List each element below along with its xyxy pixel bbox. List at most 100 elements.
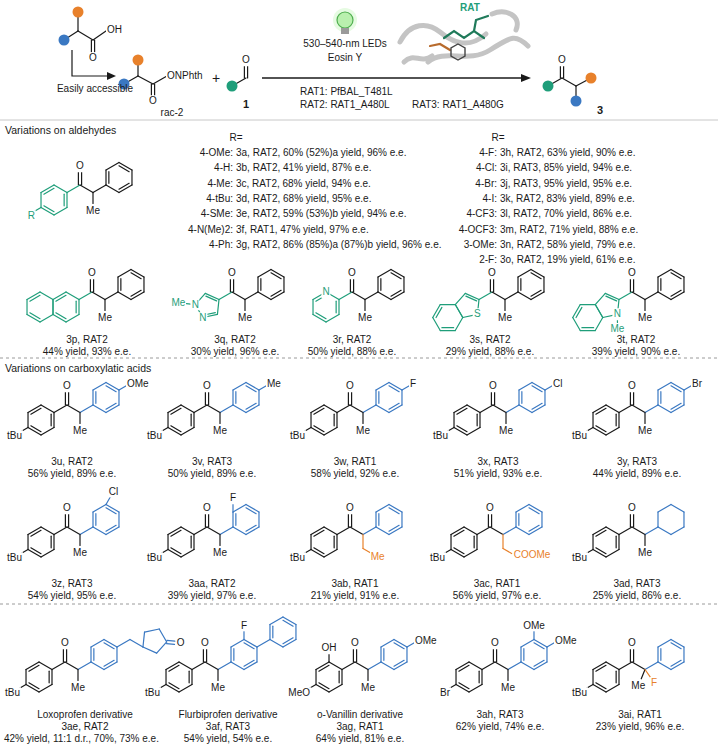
ring-bond	[108, 172, 109, 184]
ring-bond	[118, 292, 131, 300]
bond-line	[68, 392, 69, 405]
ring-bond	[52, 300, 53, 315]
bond-line	[495, 662, 508, 670]
substituent-dot	[73, 7, 84, 18]
ring-bond	[518, 292, 531, 300]
bond-line	[93, 31, 106, 40]
bond-line	[151, 84, 152, 96]
bond-line	[560, 65, 561, 78]
ring-bond	[671, 273, 681, 279]
enzyme-variant: RAT3: RAT1_A480G	[412, 99, 504, 111]
bond-line	[105, 292, 118, 300]
result-line: 3l, RAT2, 70% yield, 86% e.e.	[500, 208, 632, 220]
bond-line	[219, 292, 232, 300]
ring-bond	[131, 273, 141, 279]
atom-label: Me	[370, 551, 386, 563]
bond-line	[632, 662, 645, 670]
ring-bond	[606, 550, 619, 558]
result-line: 3a, RAT2, 60% (52%)a yield, 96% e.e.	[236, 147, 406, 159]
ring-bond	[521, 640, 534, 648]
bond-line	[232, 292, 245, 300]
atom-label: tBu	[571, 552, 588, 564]
result-line: 3g, RAT2, 86% (85%)a (87%)b yield, 96% e…	[236, 239, 441, 251]
bond-line	[633, 279, 634, 292]
ring-bond	[272, 626, 273, 638]
bond-line	[232, 504, 233, 512]
ring-bond	[336, 535, 337, 550]
ring-bond	[477, 414, 478, 426]
atom-label: Br	[691, 378, 703, 390]
ring-bond	[25, 670, 26, 685]
bond-line	[138, 76, 153, 84]
ligand-sticks	[430, 16, 488, 60]
ring-bond	[341, 670, 342, 685]
atom-label: O	[227, 267, 237, 279]
bond-line	[79, 292, 92, 300]
bond-line	[482, 662, 495, 670]
ring-bond	[573, 318, 581, 331]
substituent: 4-N(Me)2:	[188, 224, 233, 236]
bond-line	[192, 662, 205, 670]
bond-line	[630, 649, 631, 662]
compound-caption: 3x, RAT3	[478, 456, 519, 468]
bond-line	[119, 386, 126, 390]
substituent: 3-OMe:	[464, 239, 497, 251]
ring-bond	[546, 647, 547, 662]
bond-line	[505, 413, 506, 424]
ring-bond	[683, 512, 684, 527]
compound-caption: 25% yield, 86% e.e.	[593, 590, 681, 602]
ring-bond	[658, 527, 671, 535]
ring-bond	[534, 660, 544, 666]
ring-bond	[683, 390, 684, 405]
atom-label: O	[60, 637, 70, 649]
ring-bond	[143, 647, 157, 653]
bond-line	[167, 640, 175, 642]
ring-bond	[683, 277, 684, 292]
ring-bond	[78, 300, 79, 315]
compound-caption: 3p, RAT2	[66, 334, 108, 346]
ring-bond	[92, 512, 93, 527]
atom-label: Me	[609, 323, 625, 335]
ring-bond	[467, 405, 480, 413]
ring-bond	[450, 535, 451, 550]
bond-line	[494, 392, 495, 405]
ring-bond	[191, 414, 192, 426]
ring-bond	[271, 273, 281, 279]
atom-label: O	[627, 380, 637, 392]
ring-bond	[440, 330, 455, 331]
ring-bond	[660, 649, 661, 661]
ring-bond	[191, 670, 192, 685]
compound-caption: 3ac, RAT1	[474, 578, 521, 590]
bond-line	[633, 514, 634, 527]
ring-bond	[244, 643, 254, 649]
section-title: Variations on carboxylatic acids	[5, 362, 151, 374]
atom-label: OMe	[554, 635, 578, 647]
ring-bond	[270, 617, 283, 625]
result-line: 3k, RAT2, 83% yield, 89% e.e.	[500, 193, 635, 205]
bond-line	[491, 514, 492, 527]
compound-caption: 54% yield, 95% e.e.	[28, 590, 116, 602]
result-line: 3e, RAT2, 59% (53%)b yield, 94% e.e.	[236, 208, 406, 220]
bond-line	[217, 670, 218, 681]
atom-label: ONPhth	[166, 70, 204, 82]
bond-line	[619, 292, 632, 300]
ring-bond	[167, 413, 168, 428]
ring-bond	[324, 527, 337, 535]
bond-line	[259, 386, 266, 390]
bond-line	[219, 535, 220, 546]
compound-caption: 50% yield, 88% e.e.	[308, 346, 396, 358]
ring-bond	[314, 530, 324, 536]
compound-number: 3	[597, 104, 603, 117]
ring-bond	[618, 535, 619, 550]
bond-line	[153, 76, 167, 84]
ring-bond	[131, 290, 141, 296]
ring-bond	[31, 408, 41, 414]
result-line: 3i, RAT3, 85% yield, 94% e.e.	[500, 163, 632, 175]
ring-bond	[606, 428, 619, 436]
ring-bond	[481, 670, 482, 685]
ring-bond	[283, 620, 293, 626]
bond-line	[632, 527, 645, 535]
ring-bond	[95, 392, 96, 404]
atom-label: N	[321, 286, 330, 298]
